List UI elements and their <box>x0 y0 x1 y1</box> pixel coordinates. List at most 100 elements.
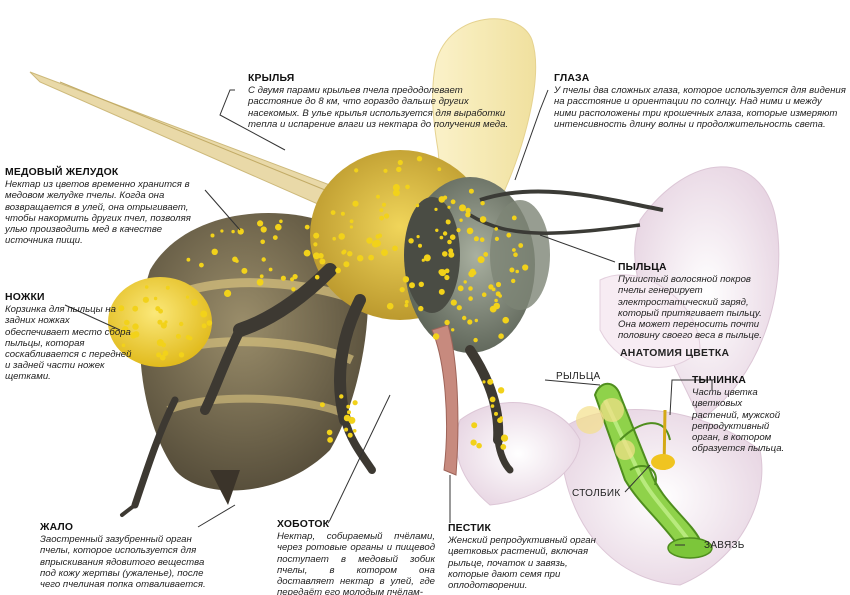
label-legs-title: НОЖКИ <box>5 292 133 303</box>
head <box>404 177 550 353</box>
pollen-grain <box>457 305 462 310</box>
pollen-grain <box>494 299 498 303</box>
pollen-grain <box>459 219 462 222</box>
label-proboscis-text: Нектар, собираемый пчёлами, через ротовы… <box>277 531 435 595</box>
pollen-grain <box>490 397 496 403</box>
pollen-grain <box>260 274 264 278</box>
pollen-grain <box>166 286 170 290</box>
pollen-grain <box>464 280 467 283</box>
pollen-grain <box>483 252 488 257</box>
pollen-grain <box>261 226 267 232</box>
pollen-grain <box>393 184 400 191</box>
pollen-grain <box>438 269 444 275</box>
pollen-grain <box>474 236 479 241</box>
label-wings-title: КРЫЛЬЯ <box>248 73 516 84</box>
pollen-grain <box>433 333 439 339</box>
pollen-grain <box>522 264 528 270</box>
pollen-grain <box>341 250 345 254</box>
pollen-grain <box>396 167 401 172</box>
pollen-grain <box>506 233 511 238</box>
label-sting-text: Заостренный зазубренный орган пчелы, кот… <box>40 534 212 590</box>
pollen-grain <box>319 259 325 265</box>
pollen-grain <box>207 320 213 326</box>
label-style: СТОЛБИК <box>572 488 620 499</box>
pollen-grain <box>269 268 273 272</box>
label-proboscis: ХОБОТОК Нектар, собираемый пчёлами, чере… <box>277 519 435 595</box>
pollen-grain <box>440 236 444 240</box>
pollen-grain <box>211 234 215 238</box>
pollen-grain <box>492 288 496 292</box>
pollen-grain <box>163 350 169 356</box>
pollen-grain <box>491 404 495 408</box>
pollen-grain <box>350 225 353 228</box>
pollen-grain <box>191 299 198 306</box>
pollen-grain <box>350 219 354 223</box>
pollen-grain <box>480 201 484 205</box>
pollen-grain <box>498 294 502 298</box>
pollen-grain <box>353 400 358 405</box>
pollen-grain <box>383 169 387 173</box>
pollen-grain <box>490 306 497 313</box>
pollen-grain <box>443 231 447 235</box>
pollen-grain <box>179 322 183 326</box>
pollen-grain <box>327 437 333 443</box>
pollen-grain <box>187 258 191 262</box>
pollen-grain <box>327 430 333 436</box>
pollen-grain <box>469 229 473 233</box>
pollen-grain <box>188 337 191 340</box>
pollen-grain <box>419 282 424 287</box>
pollen-grain <box>354 168 358 172</box>
pollen-grain <box>347 251 352 256</box>
pollen-grain <box>456 228 460 232</box>
pollen-grain <box>451 328 454 331</box>
pollen-grain <box>179 352 184 357</box>
pollen-grain <box>465 208 470 213</box>
label-honey-stomach-text: Нектар из цветов временно хранится в мед… <box>5 179 195 246</box>
label-stamen-title: ТЫЧИНКА <box>692 375 792 386</box>
pollen-grain <box>382 203 386 207</box>
pollen-grain <box>235 259 239 263</box>
label-stamen-text: Часть цветка цветковых растений, мужской… <box>692 387 792 454</box>
pollen-grain <box>418 244 422 248</box>
pollen-grain <box>376 234 381 239</box>
pollen-grain <box>442 251 448 257</box>
pollen-grain <box>468 271 475 278</box>
pollen-grain <box>186 296 189 299</box>
pollen-grain <box>471 440 477 446</box>
pollen-grain <box>154 297 157 300</box>
label-wings-text: С двумя парами крыльев пчела предодолева… <box>248 85 516 130</box>
pollen-grain <box>313 242 317 246</box>
pollen-grain <box>471 422 477 428</box>
pollen-grain <box>451 199 456 204</box>
pollen-grain <box>409 282 415 288</box>
pollen-grain <box>495 237 499 241</box>
pollen-grain <box>444 320 449 325</box>
pollen-grain <box>478 256 485 263</box>
pollen-grain <box>199 263 204 268</box>
label-sting: ЖАЛО Заостренный зазубренный орган пчелы… <box>40 522 212 590</box>
pollen-grain <box>468 286 473 291</box>
label-honey-stomach: МЕДОВЫЙ ЖЕЛУДОК Нектар из цветов временн… <box>5 167 195 246</box>
pollen-grain <box>405 185 410 190</box>
pollen-grain <box>475 319 478 322</box>
pollen-grain <box>450 234 456 240</box>
pollen-grain <box>447 206 450 209</box>
pollen-grain <box>291 287 295 291</box>
pollen-grain <box>381 249 388 256</box>
pollen-grain <box>434 208 437 211</box>
pollen-grain <box>444 275 449 280</box>
pollen-grain <box>241 268 247 274</box>
pollen-grain <box>476 443 482 449</box>
pollen-grain <box>335 268 341 274</box>
pollen-grain <box>231 230 234 233</box>
label-wings: КРЫЛЬЯ С двумя парами крыльев пчела пред… <box>248 73 516 130</box>
pollen-grain <box>439 289 445 295</box>
pollen-grain <box>468 296 473 301</box>
pollen-grain <box>403 276 409 282</box>
label-pistil: ПЕСТИК Женский репродуктивный орган цвет… <box>448 523 598 591</box>
pollen-grain <box>498 387 504 393</box>
label-pistil-title: ПЕСТИК <box>448 523 598 534</box>
pollen-grain <box>338 233 345 240</box>
label-pollen: ПЫЛЬЦА Пушистый волосяной покров пчелы г… <box>618 262 770 341</box>
pollen-grain <box>509 268 514 273</box>
